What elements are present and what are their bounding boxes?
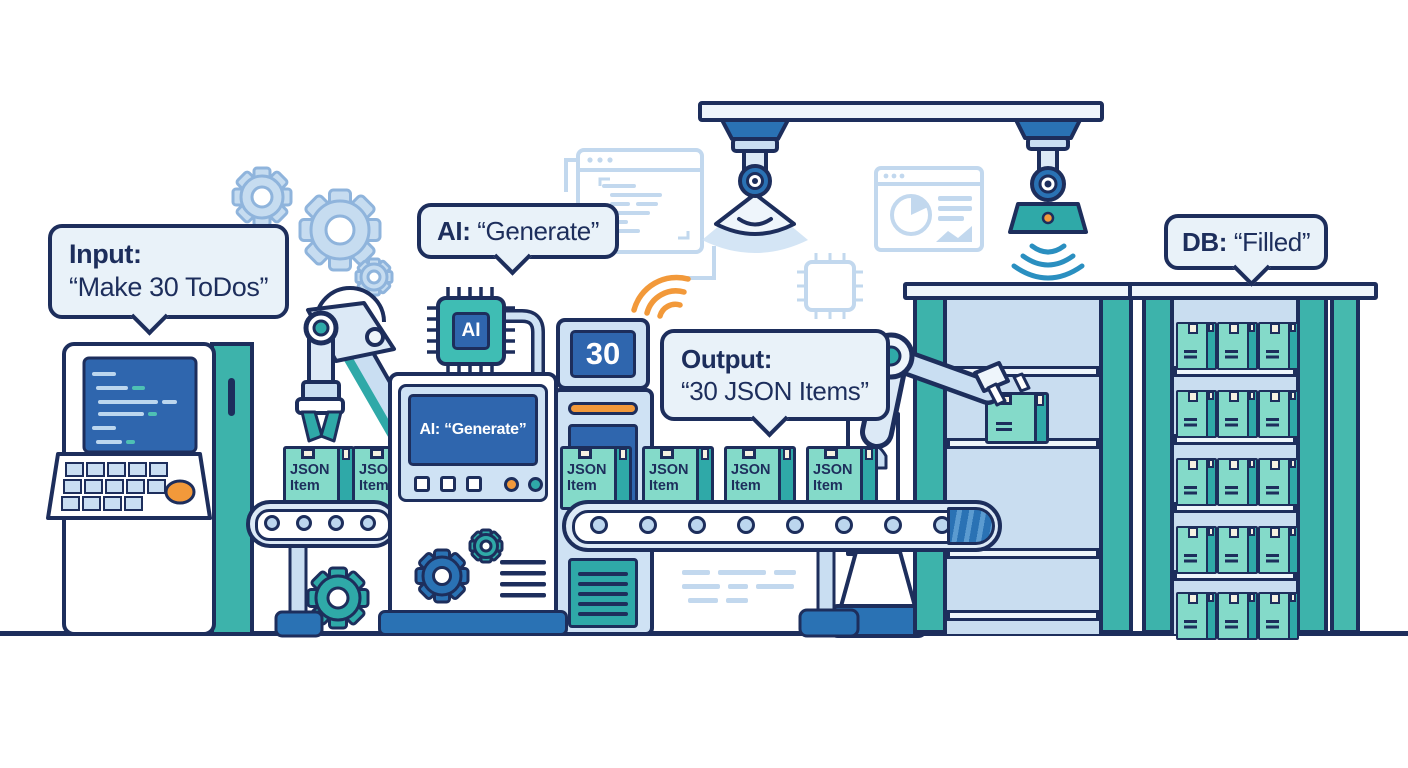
- storage-box: [1258, 458, 1299, 506]
- rack-post: [913, 288, 947, 634]
- bubble-quote: “Generate”: [477, 216, 600, 246]
- conveyor-roller: [947, 507, 995, 545]
- overhead-rail: [698, 101, 1104, 122]
- box-label: Item: [567, 478, 597, 494]
- shelf: [947, 610, 1099, 621]
- output-speech-bubble: Output: “30 JSON Items”: [660, 329, 890, 439]
- machine-gears: [414, 528, 546, 604]
- db-speech-bubble: DB: “Filled”: [1164, 214, 1329, 287]
- storage-box: [1176, 526, 1217, 574]
- storage-box: [1258, 322, 1299, 370]
- bubble-quote: “Filled”: [1233, 227, 1311, 257]
- machine-screen: AI: “Generate”: [408, 394, 538, 466]
- faded-text-background: [682, 570, 796, 603]
- tower-orange-stripe: [568, 402, 638, 415]
- rack-post: [1099, 288, 1133, 634]
- storage-box: [1258, 526, 1299, 574]
- storage-box: [1176, 458, 1217, 506]
- bubble-label: AI:: [437, 216, 471, 246]
- wifi-waves-icon: [1011, 243, 1085, 281]
- machine-button: [440, 476, 456, 492]
- gripper-claw-icon: [986, 382, 1007, 407]
- rack-interior: [947, 296, 1099, 634]
- tower-vent: [568, 558, 638, 628]
- ai-chip: AI: [436, 296, 506, 366]
- camera-scanner: [702, 118, 808, 253]
- machine-button: [414, 476, 430, 492]
- shelf: [947, 548, 1099, 559]
- machine-light-teal: [528, 477, 543, 492]
- storage-box: [1217, 592, 1258, 640]
- box-label: JSON: [731, 462, 771, 478]
- conveyor-left: [246, 500, 398, 548]
- box-label: Item: [359, 478, 389, 494]
- box-label: Item: [813, 478, 843, 494]
- ai-chip-pins: [427, 287, 515, 375]
- storage-box: [1217, 526, 1258, 574]
- bubble-quote: “Make 30 ToDos”: [69, 272, 269, 303]
- terminal-button: [164, 479, 196, 505]
- assembly-machine: AI: “Generate”: [388, 372, 558, 624]
- conveyor-main: [562, 500, 1002, 552]
- ai-speech-bubble: AI: “Generate”: [417, 203, 620, 276]
- machine-button: [466, 476, 482, 492]
- machine-screen-text: AI: “Generate”: [419, 421, 527, 438]
- gripper-wrist-icon: [973, 361, 1010, 393]
- storage-box: [1217, 458, 1258, 506]
- storage-box: [1217, 390, 1258, 438]
- machine-light-orange: [504, 477, 519, 492]
- box-label: JSON: [813, 462, 853, 478]
- ai-chip-label: AI: [452, 312, 490, 350]
- box-label: Item: [290, 478, 320, 494]
- bubble-label: Input:: [69, 239, 142, 269]
- floor-line: [0, 631, 1408, 636]
- storage-box: [1258, 592, 1299, 640]
- counter-value: 30: [570, 330, 636, 378]
- input-speech-bubble: Input: “Make 30 ToDos”: [48, 224, 290, 336]
- rack-post: [1142, 288, 1174, 634]
- storage-box: [1176, 592, 1217, 640]
- chip-background: [797, 253, 863, 319]
- conveyor-legs: [274, 544, 860, 638]
- storage-box: [1258, 390, 1299, 438]
- box-label: JSON: [567, 462, 607, 478]
- input-terminal: [46, 342, 254, 636]
- dashboard-window-background: [874, 166, 984, 252]
- bubble-quote: “30 JSON Items”: [681, 376, 869, 407]
- counter-display: 30: [556, 318, 650, 390]
- bubble-label: DB:: [1182, 227, 1228, 257]
- wifi-arcs-orange: [631, 274, 691, 319]
- bubble-label: Output:: [681, 344, 773, 374]
- storage-box: [1217, 322, 1258, 370]
- machine-base: [378, 610, 568, 636]
- box-label: JSON: [649, 462, 689, 478]
- chip-cable: [506, 309, 545, 378]
- rack-side-panel: [1330, 294, 1360, 634]
- machine-vent-lines: [500, 560, 546, 598]
- storage-box: [1176, 390, 1217, 438]
- storage-rack-full: [1128, 282, 1378, 640]
- storage-box: [1176, 322, 1217, 370]
- terminal-code-lines: [92, 372, 177, 444]
- gears-decoration: [231, 166, 394, 297]
- wifi-sensor: [1008, 118, 1088, 281]
- box-label: Item: [731, 478, 761, 494]
- box-label: Item: [649, 478, 679, 494]
- box-label: JSON: [290, 462, 330, 478]
